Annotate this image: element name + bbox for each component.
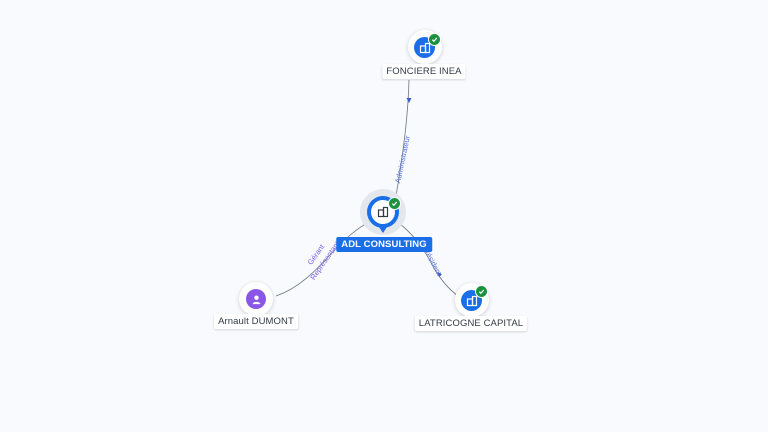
verified-check-icon [388,197,401,210]
edge-label-administrateur: Administrateur [393,134,412,184]
edge-adl-fonciere[interactable]: Administrateur [393,79,412,197]
person-icon [246,289,266,309]
focus-pin-pointer [377,224,389,233]
node-label: Arnault DUMONT [214,314,298,329]
verified-check-icon [428,33,441,46]
verified-check-icon [475,285,488,298]
node-label: LATRICOGNE CAPITAL [414,316,528,331]
node-label: ADL CONSULTING [336,237,432,252]
node-label: FONCIERE INEA [382,64,466,79]
edge-arnault-adl[interactable]: Gérant Représentant [275,221,371,297]
edge-adl-latricogne[interactable]: Président [396,221,459,297]
